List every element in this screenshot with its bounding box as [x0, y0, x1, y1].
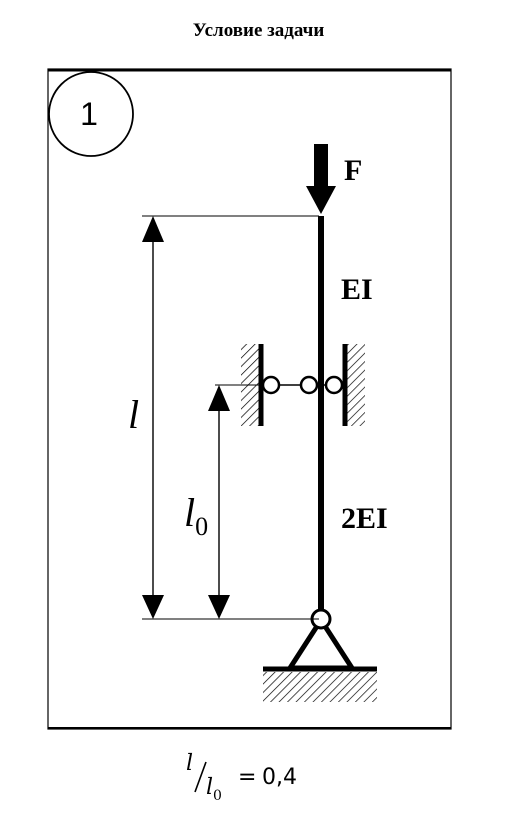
pin-support: [263, 608, 377, 702]
problem-diagram: 1 F EI 2EI: [47, 68, 452, 730]
roller-support: [241, 344, 365, 426]
force-label: F: [344, 154, 362, 187]
ratio-condition: l l0 = 0,4: [172, 748, 352, 808]
variant-number-badge: 1: [48, 71, 134, 157]
partial-length-dimension: [208, 385, 230, 619]
lower-stiffness-label: 2EI: [341, 502, 388, 535]
variant-number: 1: [80, 96, 98, 132]
page-title: Условие задачи: [192, 20, 325, 41]
length-dimension: [142, 216, 164, 619]
partial-length-label: l0: [184, 490, 208, 541]
length-label: l: [128, 392, 139, 437]
force-arrow: [306, 144, 336, 214]
ratio-value: 0,4: [262, 765, 297, 790]
ratio-equals: =: [238, 765, 256, 790]
ratio-numerator: l: [186, 751, 193, 776]
upper-stiffness-label: EI: [341, 273, 373, 306]
ratio-denominator: l0: [206, 775, 222, 804]
